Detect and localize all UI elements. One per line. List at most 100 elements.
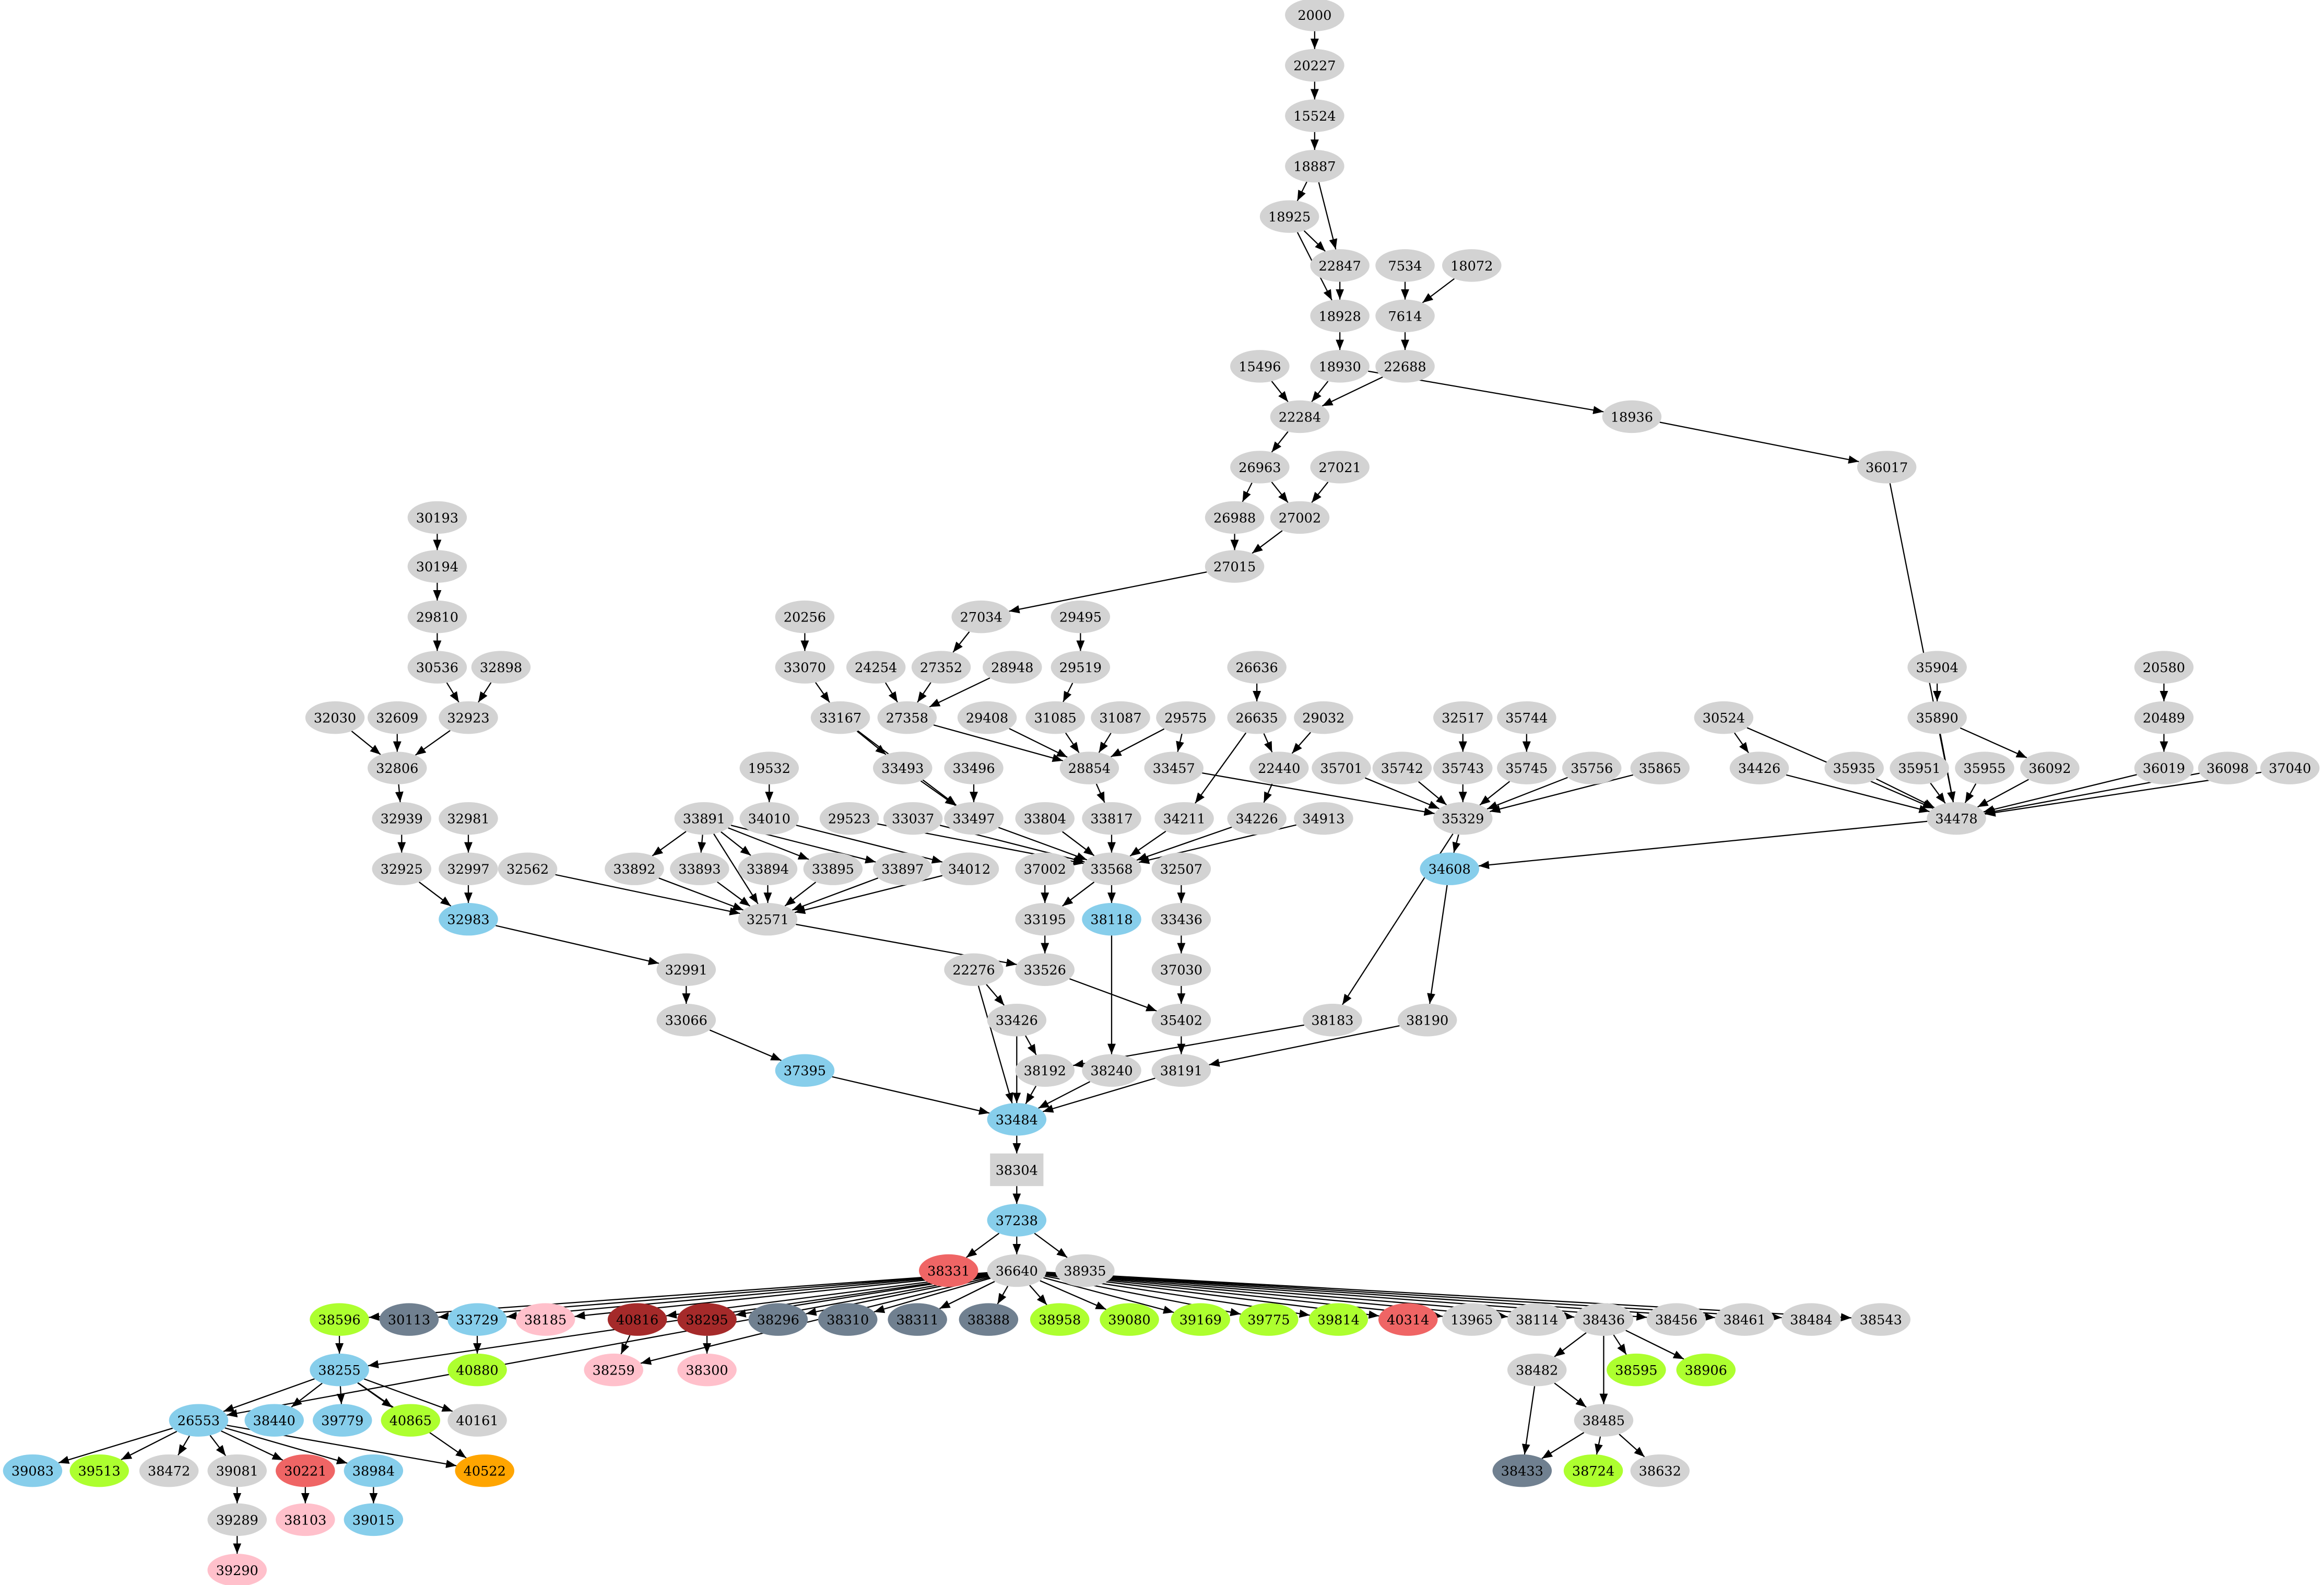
node-35890[interactable]: [1907, 701, 1967, 734]
node-35935[interactable]: [1824, 752, 1884, 784]
node-30113[interactable]: [379, 1303, 439, 1336]
node-35402[interactable]: [1151, 1004, 1211, 1037]
node-38543[interactable]: [1851, 1303, 1911, 1336]
node-19532[interactable]: [739, 752, 799, 784]
node-30193[interactable]: [407, 501, 467, 534]
node-26553[interactable]: [169, 1404, 229, 1437]
node-35745[interactable]: [1497, 752, 1556, 784]
node-36019[interactable]: [2134, 752, 2194, 784]
node-35744[interactable]: [1497, 701, 1556, 734]
node-15496[interactable]: [1230, 350, 1290, 383]
node-27358[interactable]: [877, 701, 937, 734]
node-39169[interactable]: [1171, 1303, 1231, 1336]
node-34426[interactable]: [1729, 752, 1789, 784]
node-40161[interactable]: [447, 1404, 507, 1437]
node-18925[interactable]: [1259, 200, 1319, 233]
node-35329[interactable]: [1433, 802, 1493, 835]
node-40816[interactable]: [607, 1303, 667, 1336]
node-30524[interactable]: [1694, 701, 1754, 734]
node-34211[interactable]: [1154, 802, 1214, 835]
node-38456[interactable]: [1646, 1303, 1706, 1336]
node-22284[interactable]: [1270, 400, 1330, 433]
node-36092[interactable]: [2020, 752, 2080, 784]
node-39083[interactable]: [3, 1454, 63, 1487]
node-33426[interactable]: [987, 1004, 1047, 1037]
node-33070[interactable]: [775, 651, 835, 684]
node-18928[interactable]: [1310, 299, 1370, 333]
node-32562[interactable]: [498, 852, 558, 885]
node-29032[interactable]: [1294, 701, 1353, 734]
node-32571[interactable]: [738, 902, 798, 936]
node-27021[interactable]: [1310, 451, 1370, 484]
node-40522[interactable]: [455, 1454, 515, 1487]
node-38259[interactable]: [584, 1353, 643, 1387]
node-33895[interactable]: [803, 852, 863, 885]
node-39080[interactable]: [1100, 1303, 1159, 1336]
node-33891[interactable]: [674, 802, 734, 835]
node-38191[interactable]: [1151, 1054, 1211, 1087]
node-38118[interactable]: [1082, 902, 1141, 936]
node-18930[interactable]: [1310, 350, 1370, 383]
node-38103[interactable]: [275, 1503, 335, 1536]
node-37238[interactable]: [987, 1204, 1047, 1237]
node-32997[interactable]: [439, 852, 498, 885]
node-40314[interactable]: [1378, 1303, 1438, 1336]
node-39513[interactable]: [69, 1454, 129, 1487]
node-20580[interactable]: [2134, 651, 2194, 684]
node-38331[interactable]: [918, 1254, 978, 1287]
node-35865[interactable]: [1630, 752, 1690, 784]
node-32898[interactable]: [471, 651, 531, 684]
node-20489[interactable]: [2134, 701, 2194, 734]
node-33496[interactable]: [944, 752, 1004, 784]
node-38461[interactable]: [1715, 1303, 1774, 1336]
node-40865[interactable]: [381, 1404, 441, 1437]
node-33484[interactable]: [987, 1103, 1047, 1136]
node-37040[interactable]: [2260, 752, 2320, 784]
node-30221[interactable]: [275, 1454, 335, 1487]
node-32925[interactable]: [372, 852, 432, 885]
node-38596[interactable]: [310, 1303, 369, 1336]
node-39290[interactable]: [207, 1554, 267, 1585]
node-34608[interactable]: [1420, 852, 1479, 885]
node-28854[interactable]: [1059, 752, 1119, 784]
node-30536[interactable]: [407, 651, 467, 684]
node-32939[interactable]: [372, 802, 432, 835]
node-32983[interactable]: [439, 902, 498, 936]
node-38388[interactable]: [959, 1303, 1019, 1336]
node-27015[interactable]: [1205, 550, 1265, 583]
node-38984[interactable]: [344, 1454, 404, 1487]
node-38958[interactable]: [1030, 1303, 1090, 1336]
node-35904[interactable]: [1907, 651, 1967, 684]
node-33497[interactable]: [944, 802, 1004, 835]
node-20256[interactable]: [775, 600, 835, 633]
node-33894[interactable]: [738, 852, 798, 885]
node-29575[interactable]: [1156, 701, 1216, 734]
node-33804[interactable]: [1015, 802, 1075, 835]
node-29408[interactable]: [957, 701, 1017, 734]
node-15524[interactable]: [1285, 99, 1344, 132]
node-33568[interactable]: [1082, 852, 1141, 885]
node-39015[interactable]: [344, 1503, 404, 1536]
node-38906[interactable]: [1676, 1353, 1736, 1387]
node-40880[interactable]: [447, 1353, 507, 1387]
node-38295[interactable]: [677, 1303, 737, 1336]
node-39779[interactable]: [312, 1404, 372, 1437]
node-36098[interactable]: [2198, 752, 2258, 784]
node-38311[interactable]: [888, 1303, 947, 1336]
node-29810[interactable]: [407, 600, 467, 633]
node-38304[interactable]: [990, 1153, 1044, 1187]
node-38440[interactable]: [244, 1404, 304, 1437]
node-13965[interactable]: [1442, 1303, 1502, 1336]
node-34010[interactable]: [739, 802, 799, 835]
node-32609[interactable]: [367, 701, 427, 734]
node-27352[interactable]: [911, 651, 971, 684]
node-38595[interactable]: [1607, 1353, 1666, 1387]
node-34226[interactable]: [1227, 802, 1287, 835]
node-35742[interactable]: [1372, 752, 1432, 784]
node-33892[interactable]: [605, 852, 664, 885]
node-38183[interactable]: [1303, 1004, 1362, 1037]
node-32030[interactable]: [305, 701, 365, 734]
node-32923[interactable]: [439, 701, 498, 734]
node-29495[interactable]: [1051, 600, 1111, 633]
node-38484[interactable]: [1782, 1303, 1841, 1336]
